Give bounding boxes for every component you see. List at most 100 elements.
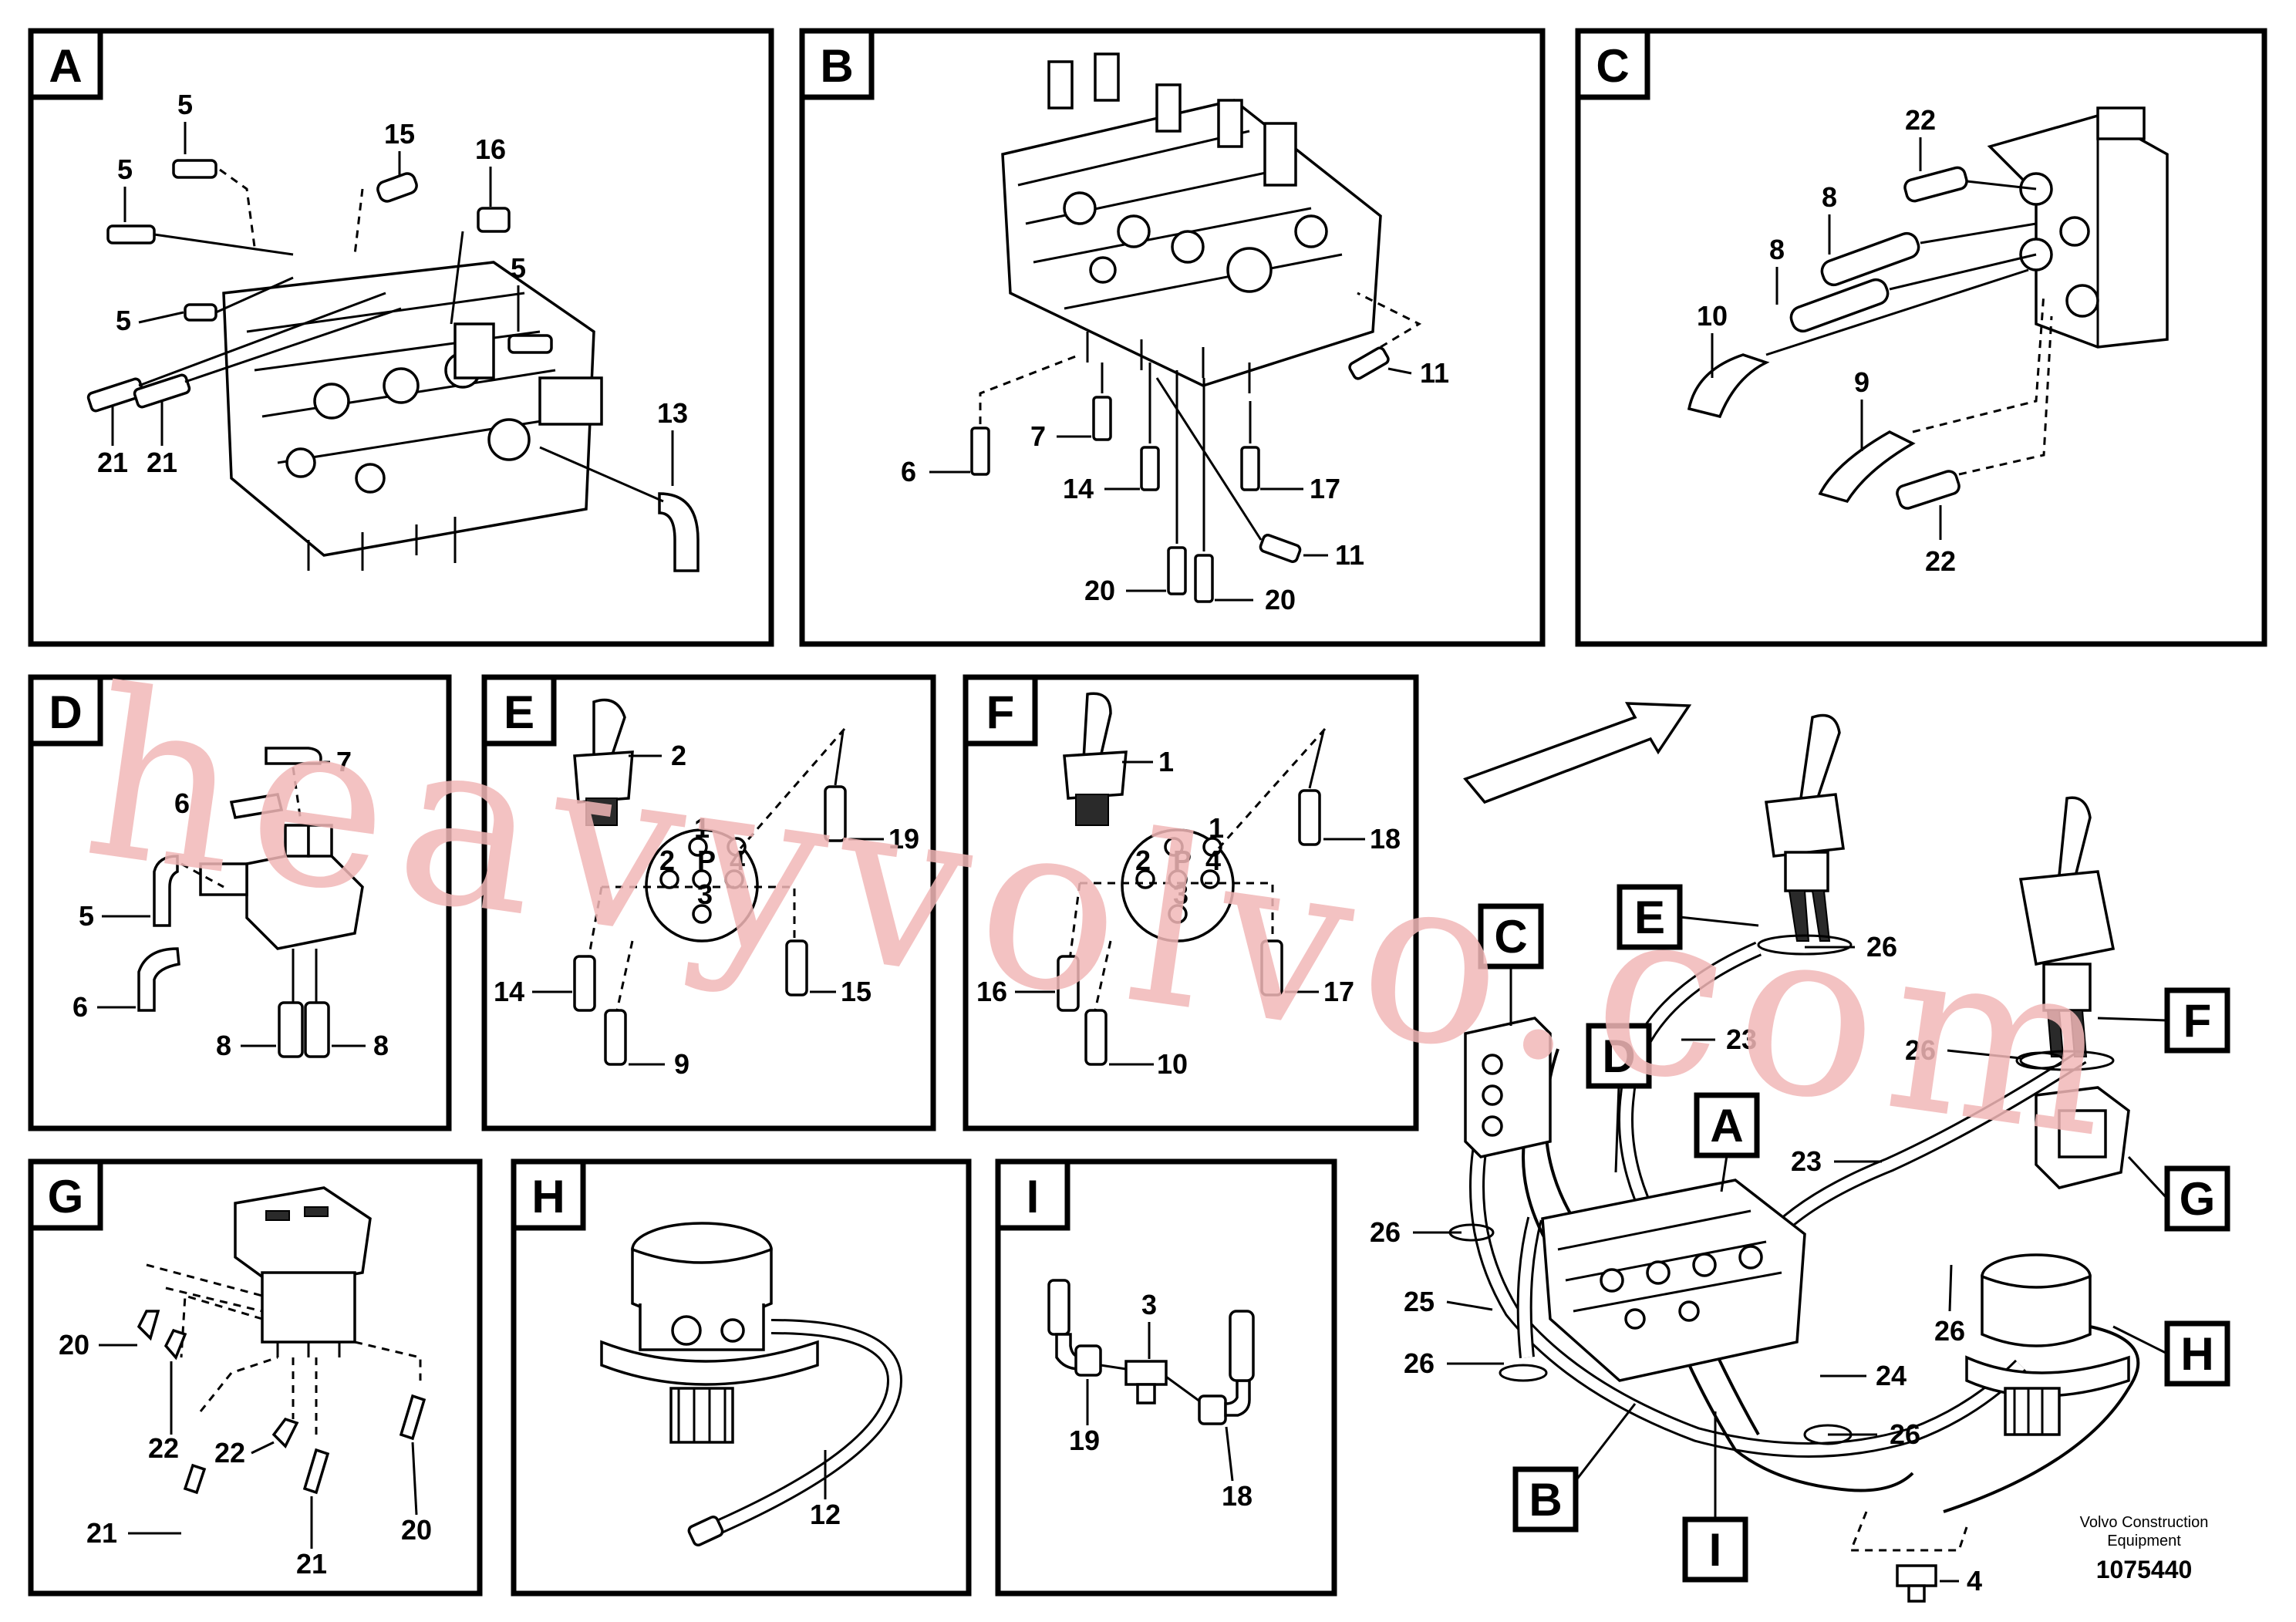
callout: 13 bbox=[657, 397, 688, 429]
fitting-8a bbox=[278, 1001, 304, 1058]
callout: 5 bbox=[177, 89, 193, 120]
elbow-22-g-left bbox=[164, 1328, 187, 1361]
panel-i: I 3 19 18 bbox=[995, 1158, 1337, 1597]
panel-d: D 7 6 5 6 8 8 bbox=[28, 674, 452, 1131]
callout: 14 bbox=[1063, 473, 1094, 504]
callout: 21 bbox=[147, 447, 177, 478]
panel-label-d: D bbox=[49, 686, 82, 738]
ref-box-i: I bbox=[1682, 1411, 1748, 1583]
panel-a: A 5 5 15 bbox=[28, 28, 774, 647]
callout: 8 bbox=[373, 1030, 389, 1061]
fitting-17 bbox=[1240, 446, 1260, 491]
panel-b: B 11 7 6 14 bbox=[799, 28, 1546, 647]
company-name-line1: Volvo Construction bbox=[2080, 1514, 2209, 1531]
fitting-20b bbox=[1194, 554, 1214, 603]
fitting-15 bbox=[376, 172, 418, 203]
elbow-6-top bbox=[229, 793, 284, 819]
overview-joystick-left bbox=[1757, 713, 1853, 956]
overview-manifold bbox=[1464, 1017, 1552, 1158]
fitting-11-low bbox=[1259, 534, 1302, 563]
hose-8a bbox=[1820, 231, 1920, 287]
callout: 8 bbox=[1822, 181, 1837, 213]
hose-end-i-left bbox=[1047, 1279, 1070, 1336]
callout: 5 bbox=[117, 153, 133, 185]
callout: 4 bbox=[1967, 1565, 1982, 1597]
port-plate-f: 1 2 P 4 3 bbox=[1121, 812, 1235, 943]
callout: 8 bbox=[216, 1030, 231, 1061]
fitting-5-d bbox=[153, 855, 179, 927]
fitting-18-i bbox=[1198, 1394, 1227, 1425]
callout: 19 bbox=[888, 823, 919, 855]
panel-e: E 1 2 P 4 3 2 19 14 bbox=[481, 674, 936, 1131]
overview-joystick-right bbox=[2018, 796, 2116, 1071]
fitting-5-left bbox=[106, 224, 156, 244]
callout: 26 bbox=[1905, 1034, 1936, 1066]
overview-assembly: C E D A F G H bbox=[1370, 702, 2230, 1603]
elbow-6-bottom bbox=[137, 947, 180, 1012]
panel-label-b: B bbox=[820, 40, 853, 92]
callout: 10 bbox=[1697, 300, 1728, 332]
fitting-14 bbox=[1140, 446, 1160, 491]
panel-label-c: C bbox=[1596, 40, 1629, 92]
company-name-line2: Equipment bbox=[2107, 1533, 2181, 1549]
callout: 1 bbox=[1158, 746, 1174, 777]
hose-end-i-right bbox=[1229, 1310, 1255, 1382]
svg-text:H: H bbox=[2180, 1328, 2213, 1380]
callout: 5 bbox=[511, 252, 526, 284]
hose-9 bbox=[1818, 430, 1916, 504]
elbow-20-g-right bbox=[399, 1394, 426, 1441]
callout: 12 bbox=[810, 1499, 841, 1530]
callout: 26 bbox=[1934, 1315, 1965, 1347]
fitting-16 bbox=[477, 207, 511, 233]
callout: 22 bbox=[214, 1437, 245, 1469]
callout: 18 bbox=[1222, 1480, 1253, 1512]
elbow-13 bbox=[658, 492, 700, 572]
fitting-6 bbox=[970, 427, 990, 476]
port-label: 2 bbox=[659, 845, 675, 876]
overview-control-valve bbox=[1541, 1179, 1806, 1382]
fitting-11-right bbox=[1348, 346, 1390, 380]
fitting-16-f bbox=[1057, 955, 1080, 1012]
callout: 20 bbox=[59, 1329, 89, 1361]
callout: 15 bbox=[384, 118, 415, 150]
port-plate-e: 1 2 P 4 3 bbox=[645, 812, 759, 943]
ref-box-f: F bbox=[2097, 987, 2230, 1054]
callout: 20 bbox=[1265, 584, 1296, 615]
fitting-21b bbox=[133, 373, 191, 409]
callout: 14 bbox=[494, 976, 524, 1007]
elbow-22-g-right bbox=[271, 1417, 299, 1448]
callout: 7 bbox=[1030, 420, 1046, 452]
pedal-valve-g bbox=[234, 1186, 372, 1357]
panel-label-g: G bbox=[48, 1171, 84, 1222]
callout: 17 bbox=[1310, 473, 1340, 504]
fitting-19-e bbox=[824, 785, 847, 842]
callout: 10 bbox=[1157, 1048, 1188, 1080]
callout: 7 bbox=[336, 746, 352, 777]
svg-text:D: D bbox=[1602, 1030, 1635, 1082]
panel-label-i: I bbox=[1027, 1171, 1040, 1222]
ref-box-h: H bbox=[2112, 1320, 2230, 1387]
callout: 22 bbox=[1925, 545, 1956, 577]
hose-8b bbox=[1789, 278, 1890, 333]
port-label: 1 bbox=[694, 812, 710, 844]
callout: 9 bbox=[1854, 366, 1870, 398]
forward-arrow-icon bbox=[1463, 702, 1692, 804]
svg-text:A: A bbox=[1710, 1100, 1743, 1152]
callout: 18 bbox=[1370, 823, 1401, 855]
callout: 26 bbox=[1370, 1216, 1401, 1248]
tee-3 bbox=[1124, 1360, 1168, 1386]
ref-box-d: D bbox=[1586, 1023, 1652, 1173]
callout: 20 bbox=[1084, 575, 1115, 606]
port-label: P bbox=[1173, 845, 1192, 876]
port-label: 2 bbox=[1135, 845, 1151, 876]
fitting-17-f bbox=[1260, 939, 1283, 996]
fitting-5-top bbox=[172, 159, 217, 179]
callout: 9 bbox=[674, 1048, 689, 1080]
control-valve-block-b bbox=[1001, 52, 1382, 393]
callout: 26 bbox=[1404, 1347, 1435, 1379]
hose-10 bbox=[1687, 353, 1770, 419]
svg-text:F: F bbox=[2183, 995, 2212, 1047]
port-label: 4 bbox=[730, 845, 745, 876]
callout: 6 bbox=[72, 991, 88, 1023]
